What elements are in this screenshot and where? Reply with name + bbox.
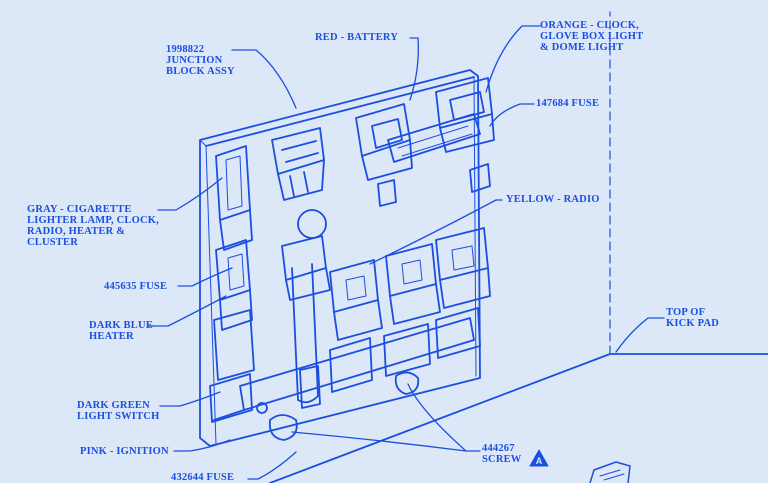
leader-lines xyxy=(147,25,665,480)
top-right-fuse-clips xyxy=(355,77,495,207)
junction-block-plate xyxy=(199,69,481,447)
dark-green-light-switch-label: DARK GREEN LIGHT SWITCH xyxy=(77,400,160,422)
kick-pad-panel xyxy=(269,11,768,483)
pink-ignition-label: PINK - IGNITION xyxy=(80,446,169,457)
mounting-hole xyxy=(297,209,327,239)
top-left-fuse-clip xyxy=(271,127,325,201)
warning-symbol-text: A xyxy=(536,456,543,466)
left-terminal-strip xyxy=(209,145,255,423)
dark-blue-heater-label: DARK BLUE HEATER xyxy=(89,320,153,342)
fuse-147684-label: 147684 FUSE xyxy=(536,98,600,109)
red-battery-label: RED - BATTERY xyxy=(315,32,399,43)
fuse-432644-label: 432644 FUSE xyxy=(171,472,235,483)
yellow-radio-label: YELLOW - RADIO xyxy=(506,194,600,205)
bottom-bus-bar xyxy=(213,307,481,441)
gray-cigarette-label: GRAY - CIGARETTE LIGHTER LAMP, CLOCK, RA… xyxy=(27,204,159,248)
orange-clock-label: ORANGE - CLOCK, GLOVE BOX LIGHT & DOME L… xyxy=(540,20,644,53)
fuse-445635-label: 445635 FUSE xyxy=(104,281,168,292)
junction-block-label: 1998822 JUNCTION BLOCK ASSY xyxy=(166,44,235,77)
top-of-kick-pad-label: TOP OF KICK PAD xyxy=(666,307,720,329)
warning-triangle xyxy=(529,449,549,467)
middle-fuse-clips xyxy=(281,227,491,404)
screw-label: 444267 SCREW xyxy=(482,443,522,465)
